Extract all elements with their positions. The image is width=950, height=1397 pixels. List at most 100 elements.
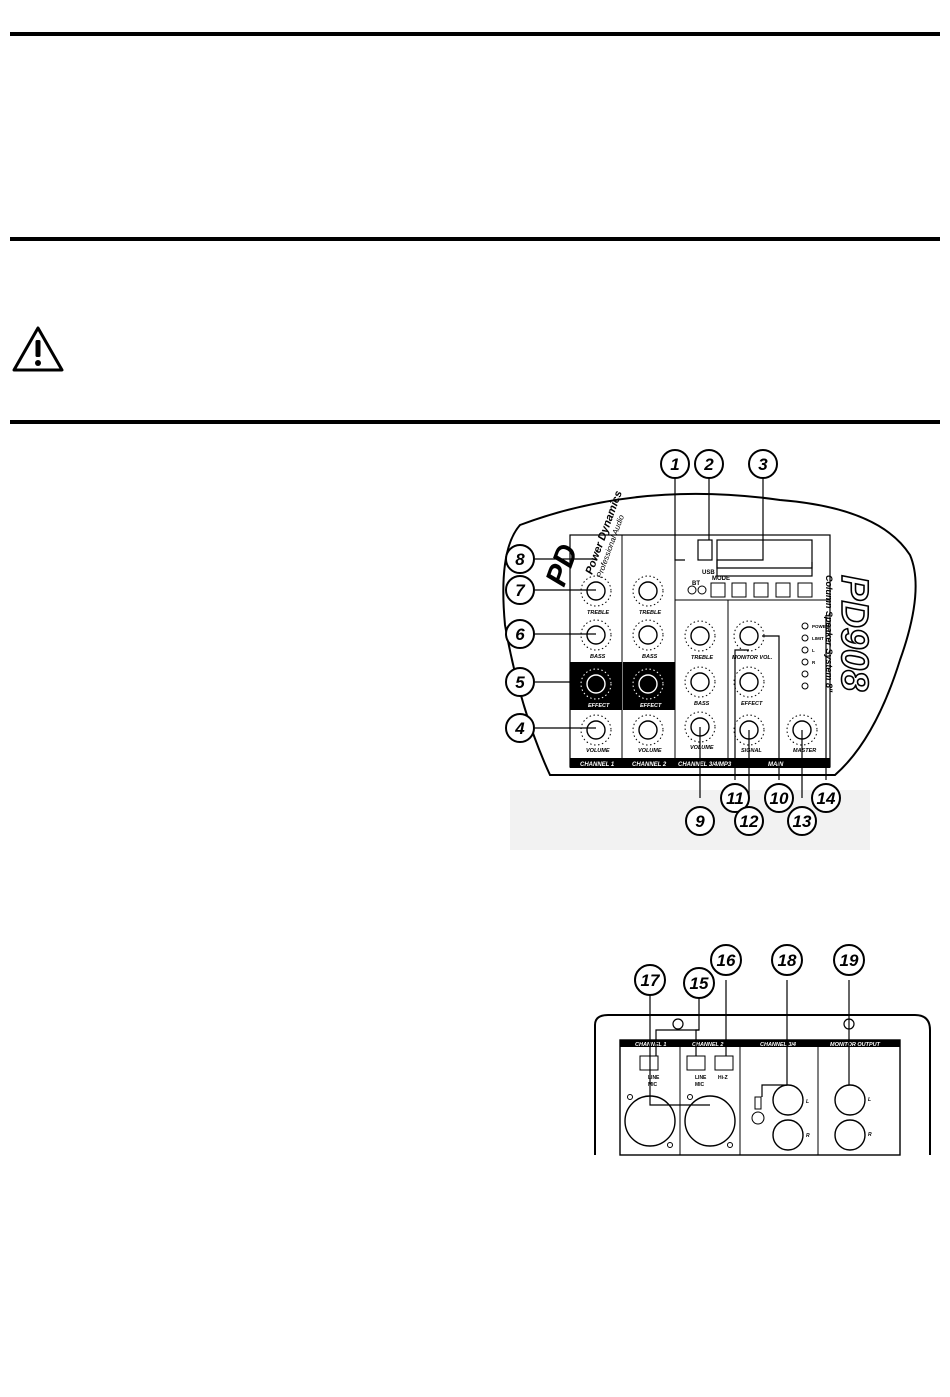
callout-3: 3: [758, 455, 768, 474]
master-label: MASTER: [793, 748, 816, 754]
rear-channel-34-label: CHANNEL 3/4: [760, 1042, 796, 1048]
monitor-l-label: L: [868, 1097, 871, 1103]
ch1-effect-label: EFFECT: [588, 703, 610, 709]
ch2-line-mic-switch[interactable]: [686, 1055, 706, 1071]
ch1-volume-knob[interactable]: [586, 720, 606, 740]
ch34-l-jack[interactable]: [772, 1084, 804, 1116]
ch34-mini-jack[interactable]: [751, 1111, 765, 1125]
channel-34-label: CHANNEL 3/4/MP3: [678, 762, 732, 768]
monitor-l-jack[interactable]: [834, 1084, 866, 1116]
ch2-volume-knob[interactable]: [638, 720, 658, 740]
ch34-bass-label: BASS: [694, 701, 710, 707]
ch2-treble-label: TREBLE: [639, 610, 661, 616]
rear-label-bar: [620, 1040, 900, 1047]
callout-19: 19: [840, 951, 859, 970]
monitor-r-label: R: [868, 1132, 872, 1138]
led-6: [801, 682, 809, 690]
led-label-power: POWER: [812, 624, 830, 629]
signal-label: SIGNAL: [741, 748, 762, 754]
ch1-bass-knob[interactable]: [586, 625, 606, 645]
ch34-treble-label: TREBLE: [691, 655, 713, 661]
ch1-effect-knob[interactable]: [586, 674, 606, 694]
callout-12: 12: [740, 812, 759, 831]
model-subtitle: Column Speaker System 8": [824, 575, 834, 693]
rear-channel-1-label: CHANNEL 1: [635, 1042, 666, 1048]
ch34-l-label: L: [806, 1099, 809, 1105]
hiz-label: Hi-Z: [718, 1075, 728, 1081]
monitor-vol-label: MONITOR VOL.: [732, 655, 773, 661]
rear-panel-diagram: CHANNEL 1 CHANNEL 2 CHANNEL 3/4 MONITOR …: [594, 944, 931, 1156]
media-buttons: [687, 582, 813, 598]
media-display: [716, 539, 813, 577]
rear-monitor-output-label: MONITOR OUTPUT: [830, 1042, 881, 1048]
callout-7: 7: [515, 581, 526, 600]
callout-16: 16: [717, 951, 736, 970]
callout-13: 13: [793, 812, 812, 831]
ch2-switch-mic-label: MIC: [695, 1082, 705, 1088]
led-label-l: L: [812, 648, 815, 653]
ch2-treble-knob[interactable]: [638, 581, 658, 601]
ch34-r-label: R: [806, 1133, 810, 1139]
callout-8: 8: [515, 550, 525, 569]
top-rule: [10, 32, 940, 36]
callout-14: 14: [817, 789, 836, 808]
led-label-limit: LIMIT: [812, 636, 824, 641]
front-panel-diagram: PD908 Column Speaker System 8" PD Power …: [502, 449, 917, 850]
main-effect-label: EFFECT: [741, 701, 763, 707]
middle-rule: [10, 237, 940, 241]
ch2-xlr-input[interactable]: [684, 1095, 736, 1147]
ch34-volume-label: VOLUME: [690, 745, 714, 751]
ch1-bass-label: BASS: [590, 654, 606, 660]
ch1-switch-mic-label: MIC: [648, 1082, 658, 1088]
mode-label: MODE: [712, 576, 730, 582]
led-l: [801, 646, 809, 654]
led-power: [801, 622, 809, 630]
led-r: [801, 658, 809, 666]
channel-2-label: CHANNEL 2: [632, 762, 667, 768]
led-5: [801, 670, 809, 678]
channel-1-label: CHANNEL 1: [580, 762, 615, 768]
ch2-bass-knob[interactable]: [638, 625, 658, 645]
repeat-button[interactable]: [775, 582, 791, 598]
ch2-bass-label: BASS: [642, 654, 658, 660]
monitor-vol-knob[interactable]: [739, 626, 759, 646]
callout-15: 15: [690, 974, 709, 993]
ch34-bass-knob[interactable]: [690, 672, 710, 692]
led-limit: [801, 634, 809, 642]
model-name: PD908: [833, 575, 875, 692]
callout-6: 6: [515, 625, 525, 644]
rear-channel-2-label: CHANNEL 2: [692, 1042, 723, 1048]
ch2-switch-line-label: LINE: [695, 1075, 707, 1081]
ch1-switch-line-label: LINE: [648, 1075, 660, 1081]
ch1-treble-knob[interactable]: [586, 581, 606, 601]
ch2-hiz-switch[interactable]: [714, 1055, 734, 1071]
callout-18: 18: [778, 951, 797, 970]
play-pause-button[interactable]: [797, 582, 813, 598]
ch1-treble-label: TREBLE: [587, 610, 609, 616]
ch1-volume-label: VOLUME: [586, 748, 610, 754]
ch1-line-mic-switch[interactable]: [639, 1055, 659, 1071]
led-label-r: R: [812, 660, 816, 665]
callout-2: 2: [703, 455, 714, 474]
ch34-r-jack[interactable]: [772, 1119, 804, 1151]
bt-label: BT: [692, 581, 700, 587]
monitor-r-jack[interactable]: [834, 1119, 866, 1151]
lower-rule: [10, 420, 940, 424]
prev-button[interactable]: [731, 582, 747, 598]
callout-17: 17: [641, 971, 661, 990]
callout-9: 9: [695, 812, 705, 831]
main-label: MAIN: [768, 762, 784, 768]
callout-1: 1: [670, 455, 679, 474]
callout-5: 5: [515, 673, 525, 692]
ch2-effect-label: EFFECT: [640, 703, 662, 709]
next-button[interactable]: [753, 582, 769, 598]
main-effect-knob[interactable]: [739, 672, 759, 692]
ch2-volume-label: VOLUME: [638, 748, 662, 754]
ch2-effect-knob[interactable]: [638, 674, 658, 694]
warning-icon: [12, 326, 64, 372]
mode-button[interactable]: [710, 582, 726, 598]
callout-11: 11: [726, 789, 744, 808]
usb-label: USB: [702, 570, 715, 576]
ch34-treble-knob[interactable]: [690, 626, 710, 646]
usb-port: [697, 539, 713, 561]
